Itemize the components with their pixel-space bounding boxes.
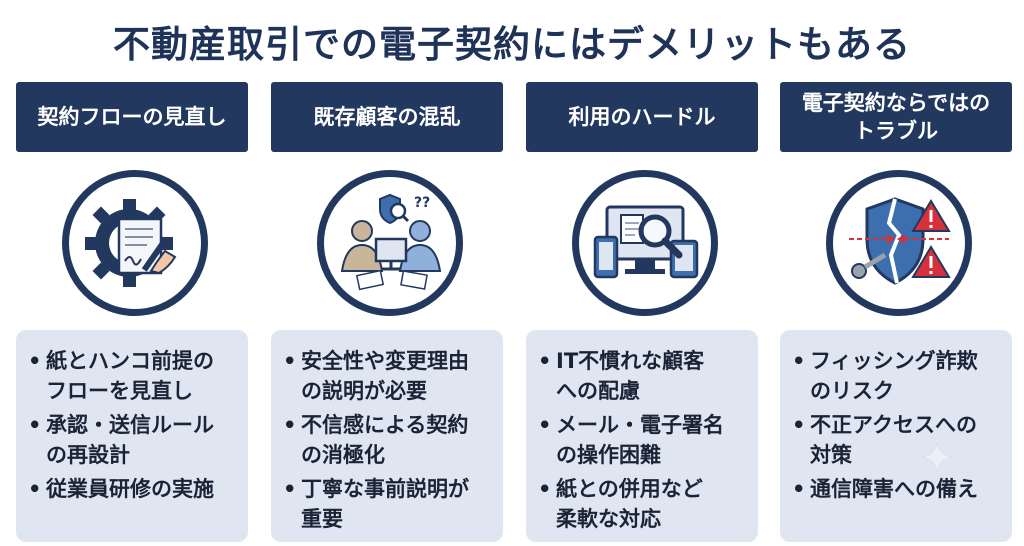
bullet-mark: • [28, 349, 42, 373]
page-title: 不動産取引での電子契約にはデメリットもある [113, 23, 911, 66]
devices-magnifier-icon [572, 170, 718, 316]
list-item: •不正アクセスへの 対策 [792, 410, 1002, 470]
list-item: •丁寧な事前説明が 重要 [283, 474, 493, 534]
list-item: •安全性や変更理由 の説明が必要 [283, 346, 493, 406]
svg-text:??: ?? [414, 195, 430, 211]
gear-document-pen-icon [62, 170, 208, 316]
list-item-text: フィッシング詐欺 のリスク [810, 349, 978, 403]
list-item: •IT不慣れな顧客 への配慮 [538, 346, 748, 406]
list-item: •承認・送信ルール の再設計 [28, 410, 238, 470]
column-panel: •安全性や変更理由 の説明が必要 •不信感による契約 の消極化 •丁寧な事前説明… [271, 330, 503, 542]
list-item: •紙との併用など 柔軟な対応 [538, 474, 748, 534]
bullet-mark: • [538, 413, 552, 437]
list-item-text: 従業員研修の実施 [46, 477, 214, 501]
confused-customers-icon: ?? [317, 170, 463, 316]
list-item: •紙とハンコ前提の フローを見直し [28, 346, 238, 406]
sparkle-icon [921, 441, 953, 473]
bullet-mark: • [283, 477, 297, 501]
column-panel: •紙とハンコ前提の フローを見直し •承認・送信ルール の再設計 •従業員研修の… [16, 330, 248, 542]
list-item-text: 不信感による契約 の消極化 [301, 413, 469, 467]
list-item-text: IT不慣れな顧客 への配慮 [556, 349, 705, 403]
bullet-mark: • [28, 477, 42, 501]
bullet-mark: • [28, 413, 42, 437]
list-item-text: 不正アクセスへの 対策 [810, 413, 977, 467]
bullet-mark: • [792, 477, 806, 501]
list-item: •不信感による契約 の消極化 [283, 410, 493, 470]
column-panel: •IT不慣れな顧客 への配慮 •メール・電子署名 の操作困難 •紙との併用など … [526, 330, 758, 542]
column-header: 契約フローの見直し [16, 82, 248, 152]
list-item-text: メール・電子署名 の操作困難 [556, 413, 724, 467]
column-header: 利用のハードル [526, 82, 758, 152]
column-usage-hurdle: 利用のハードル •IT不慣れな顧客 への配慮 •メール・電子署名 の操作困難 •… [526, 82, 758, 542]
column-e-contract-trouble: 電子契約ならではの トラブル •フィッシング詐欺 のリスク •不正アクセスへの … [780, 82, 1012, 542]
bullet-mark: • [792, 413, 806, 437]
list-item: •メール・電子署名 の操作困難 [538, 410, 748, 470]
bullet-mark: • [283, 349, 297, 373]
bullet-mark: • [792, 349, 806, 373]
list-item-text: 安全性や変更理由 の説明が必要 [301, 349, 469, 403]
broken-shield-warning-icon [826, 170, 972, 316]
list-item-text: 紙とハンコ前提の フローを見直し [46, 349, 214, 403]
list-item: •通信障害への備え [792, 474, 1002, 504]
list-item-text: 紙との併用など 柔軟な対応 [556, 477, 703, 531]
column-contract-flow: 契約フローの見直し •紙とハンコ前提の フローを [16, 82, 248, 542]
column-header: 電子契約ならではの トラブル [780, 82, 1012, 152]
list-item-text: 丁寧な事前説明が 重要 [301, 477, 469, 531]
column-existing-customers: 既存顧客の混乱 ?? •安全性や変更理由 の説明が必要 •不信感による契約 の消… [271, 82, 503, 542]
column-header: 既存顧客の混乱 [271, 82, 503, 152]
list-item: •従業員研修の実施 [28, 474, 238, 504]
bullet-mark: • [538, 477, 552, 501]
list-item: •フィッシング詐欺 のリスク [792, 346, 1002, 406]
bullet-mark: • [283, 413, 297, 437]
list-item-text: 通信障害への備え [810, 477, 978, 501]
list-item-text: 承認・送信ルール の再設計 [46, 413, 214, 467]
bullet-mark: • [538, 349, 552, 373]
column-panel: •フィッシング詐欺 のリスク •不正アクセスへの 対策 •通信障害への備え [780, 330, 1012, 542]
